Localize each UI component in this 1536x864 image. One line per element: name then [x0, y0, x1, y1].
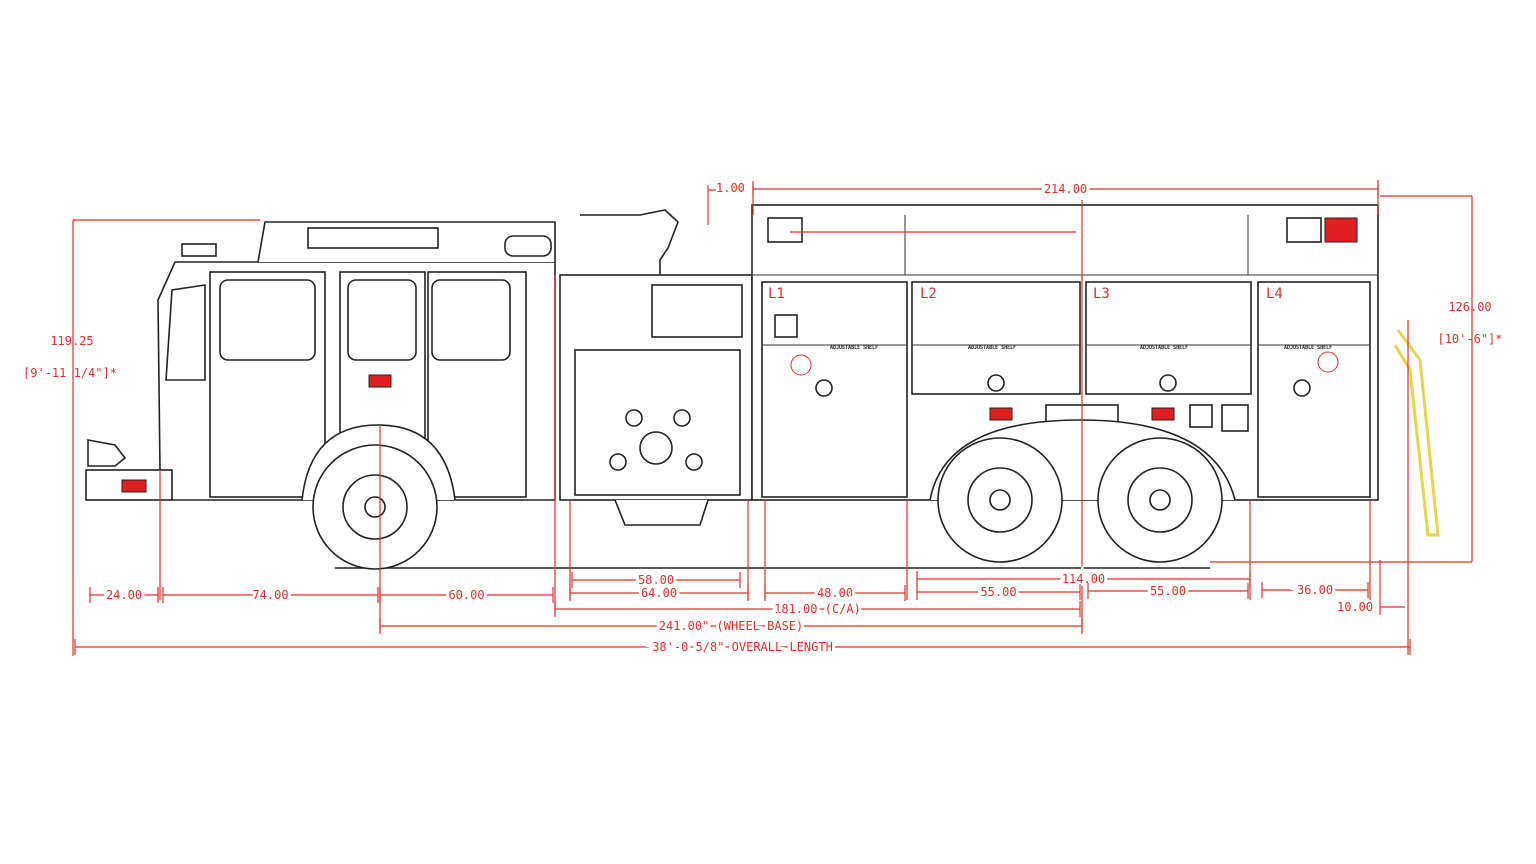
dim-overall-length-label: 38'-0 5/8" OVERALL LENGTH	[652, 640, 833, 654]
dim-body-length: 214.00	[752, 179, 1379, 199]
dim-front-bumper: 24.00	[89, 585, 159, 605]
dim-l3: 55.00	[1087, 581, 1249, 601]
dim-cab-rear: 60.00	[379, 585, 554, 605]
dim-pump-lower-label: 64.00	[641, 586, 677, 600]
height-right-imperial: [10'-6"]*	[1437, 332, 1502, 346]
bumper-light	[121, 479, 147, 493]
dim-rear-step-label: 10.00	[1337, 600, 1373, 614]
dim-rear-span-label: 114.00	[1062, 572, 1105, 586]
dimensions: 119.25 [9'-11 1/4"]* 126.00 [10'-6"]* 1.…	[23, 179, 1502, 657]
shelf-label-l1: ADJUSTABLE SHELF	[830, 345, 878, 351]
dim-l4-label: 36.00	[1297, 583, 1333, 597]
body-light-front	[767, 217, 803, 243]
compartment-l4	[1257, 281, 1371, 498]
keypad	[774, 314, 798, 338]
dim-pump-upper: 58.00	[571, 570, 741, 590]
height-left-value: 119.25	[50, 334, 93, 348]
shelf-label-l3: ADJUSTABLE SHELF	[1140, 345, 1188, 351]
dim-cab-front-label: 74.00	[252, 588, 288, 602]
windshield	[165, 284, 206, 381]
dim-l2: 55.00	[916, 582, 1081, 602]
cab-window-front	[219, 279, 316, 361]
pump-panel-door	[574, 349, 741, 496]
dim-pump-upper-label: 58.00	[638, 573, 674, 587]
pump-gauge-panel	[651, 284, 743, 338]
intake-port	[639, 431, 673, 465]
front-light	[87, 439, 127, 467]
body-light-rear	[1286, 217, 1322, 243]
pump-tank	[614, 499, 709, 526]
dim-rear-step: 10.00	[1337, 320, 1409, 655]
dim-l1: 48.00	[764, 583, 906, 603]
dim-l3-label: 55.00	[1150, 584, 1186, 598]
cab-marker-light	[368, 374, 392, 388]
siren	[504, 235, 552, 257]
dim-rear-span: 114.00	[916, 569, 1251, 589]
cab-window-rear	[431, 279, 511, 361]
beacon	[181, 243, 217, 257]
dim-l2-label: 55.00	[980, 585, 1016, 599]
rear-wheel-1	[937, 437, 1063, 563]
compartment-label-l2: L2	[920, 286, 937, 302]
dim-wheel-base: 241.00" (WHEEL BASE)	[379, 616, 1083, 636]
compartment-label-l1: L1	[768, 286, 785, 302]
height-right-value: 126.00	[1448, 300, 1491, 314]
deck-gun	[580, 209, 679, 275]
shelf-label-l2: ADJUSTABLE SHELF	[968, 345, 1016, 351]
top-offset-dim: 1.00	[716, 181, 745, 195]
height-left-imperial: [9'-11 1/4"]*	[23, 366, 117, 380]
rear-wheel-2	[1097, 437, 1223, 563]
dim-l4: 36.00	[1261, 580, 1369, 600]
light-bar	[307, 227, 439, 249]
compartment-label-l3: L3	[1093, 286, 1110, 302]
rear-ladder	[1393, 329, 1440, 537]
cab-window-mid	[347, 279, 417, 361]
dim-cab-front: 74.00	[162, 585, 379, 605]
rear-marker-light	[1324, 217, 1358, 243]
dim-overall-length: 38'-0 5/8" OVERALL LENGTH	[74, 637, 1411, 657]
dim-wheel-base-label: 241.00" (WHEEL BASE)	[659, 619, 804, 633]
dim-cab-rear-label: 60.00	[448, 588, 484, 602]
dim-cab-to-axle-label: 181.00 (C/A)	[774, 602, 861, 616]
front-wheel	[312, 444, 438, 570]
truck: ADJUSTABLE SHELF ADJUSTABLE SHELF ADJUST…	[85, 204, 1440, 570]
compartment-label-l4: L4	[1266, 286, 1283, 302]
dim-body-length-label: 214.00	[1044, 182, 1087, 196]
dim-l1-label: 48.00	[817, 586, 853, 600]
dim-pump-lower: 64.00	[569, 583, 749, 603]
shelf-label-l4: ADJUSTABLE SHELF	[1284, 345, 1332, 351]
dim-front-bumper-label: 24.00	[106, 588, 142, 602]
dim-cab-to-axle: 181.00 (C/A)	[554, 599, 1081, 619]
